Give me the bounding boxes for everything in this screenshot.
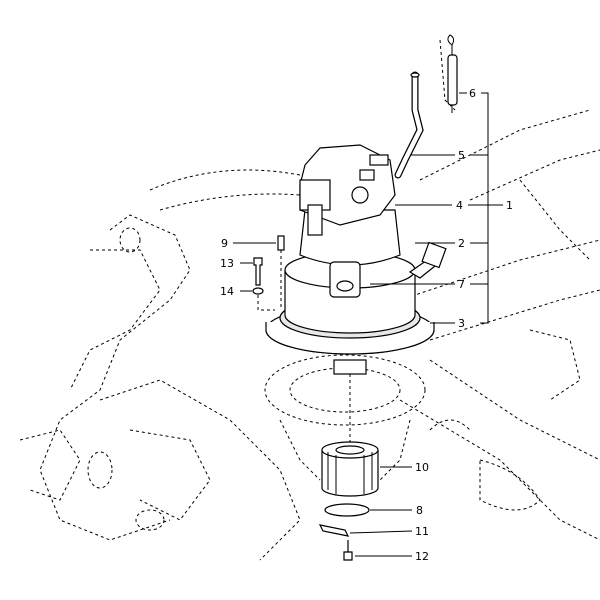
callout-6: 6 [469,87,476,100]
swing-motor-assembly [252,34,458,561]
callout-12: 12 [415,550,429,563]
output-shaft [333,359,367,375]
callout-5: 5 [458,149,465,162]
pinion-gear-10 [321,441,379,497]
callout-13: 13 [220,257,234,270]
callout-10: 10 [415,461,429,474]
callout-11: 11 [415,525,429,538]
motor-body-4 [299,209,401,266]
bolt-13 [253,257,263,286]
background-frame-outline [19,39,600,561]
lock-plate-11 [318,524,350,537]
callout-9: 9 [221,237,228,250]
callout-8: 8 [416,504,423,517]
pin-9 [277,235,285,251]
callout-4: 4 [456,199,463,212]
callout-14: 14 [220,285,234,298]
bolt-12 [343,540,353,561]
callout-1: 1 [506,199,513,212]
bracket-7 [329,261,361,298]
dipstick-6 [447,54,458,106]
plate-8 [324,503,370,517]
leader-lines [233,92,503,557]
washer-14 [252,287,264,295]
callout-7: 7 [458,278,465,291]
callout-2: 2 [458,237,465,250]
callout-3: 3 [458,317,465,330]
